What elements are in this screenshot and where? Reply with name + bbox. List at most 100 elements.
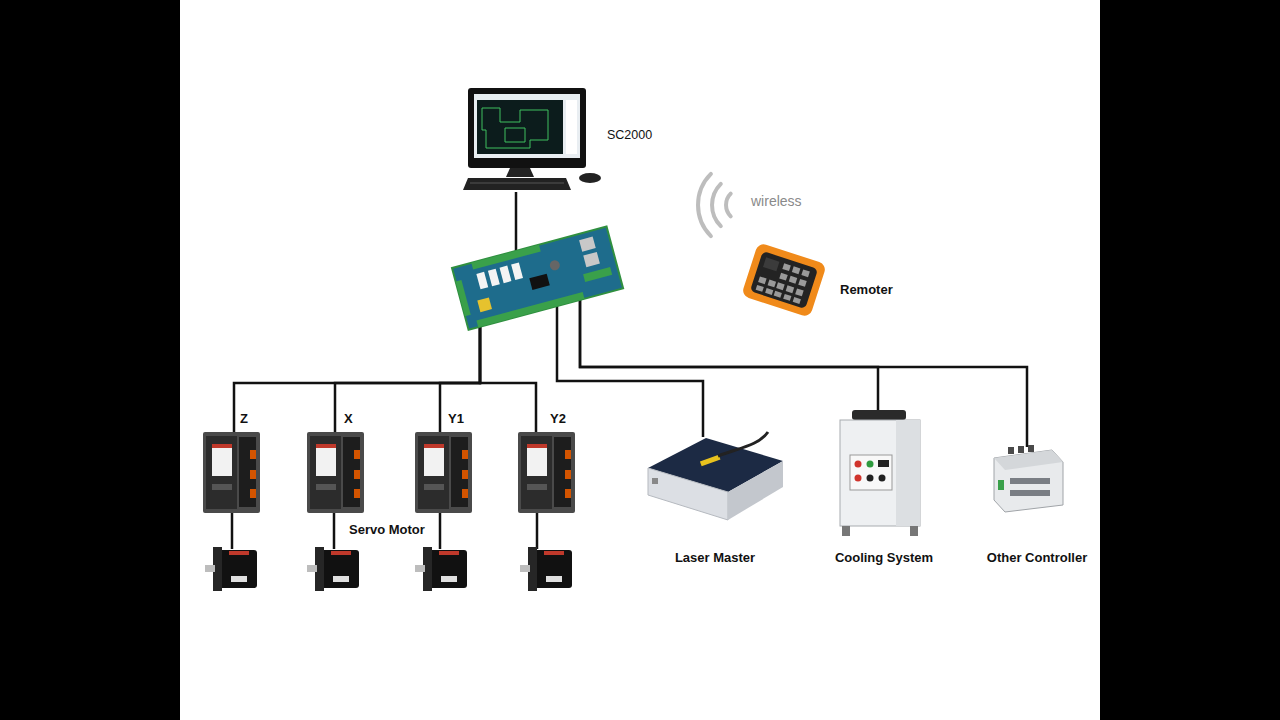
servo-driver	[415, 432, 472, 513]
laser-node: Laser Master	[648, 437, 783, 520]
remote-key	[774, 291, 782, 298]
indicator	[867, 461, 874, 468]
wave-arc	[712, 184, 721, 226]
motor-wire	[231, 513, 234, 549]
remote-key	[786, 285, 795, 293]
chiller-fan	[852, 410, 906, 420]
remote-key	[768, 279, 777, 287]
terminal-strip	[471, 245, 540, 270]
chiller-display	[878, 460, 889, 467]
node-label: Remoter	[840, 282, 893, 297]
monitor-frame	[468, 88, 586, 168]
plc-led	[998, 480, 1004, 490]
component	[549, 259, 561, 271]
node-label: Y2	[550, 411, 566, 426]
relay	[511, 263, 523, 281]
remote-illustration	[741, 242, 827, 318]
chip	[529, 274, 549, 290]
cad-panel	[566, 100, 577, 154]
laser-handle	[652, 478, 658, 484]
plc-terminal-row	[1010, 478, 1050, 484]
servo-driver	[307, 432, 364, 513]
laser-side	[728, 461, 783, 520]
remote-key	[783, 294, 791, 301]
indicator	[855, 461, 862, 468]
servo-driver-node: Y2	[518, 432, 575, 513]
node-label: Other Controller	[987, 550, 1087, 565]
bus-connector	[580, 300, 1027, 447]
side-bar	[0, 0, 180, 720]
plc-terminal	[1018, 446, 1024, 453]
servo-motor	[415, 547, 467, 591]
relay	[476, 272, 488, 290]
terminal-strip	[583, 267, 612, 282]
part-label: Servo Motor	[349, 522, 425, 537]
plc-body	[994, 450, 1063, 512]
remote-screen	[763, 257, 779, 271]
cad-path	[482, 108, 548, 148]
node-label: Y1	[448, 411, 464, 426]
keyboard-keys	[470, 183, 564, 184]
indicator	[867, 475, 874, 482]
side-bar	[1100, 0, 1280, 720]
controller-board	[452, 227, 623, 330]
bus-connector	[580, 300, 878, 410]
node-label: SC2000	[607, 128, 652, 143]
servo-driver-node: X	[307, 432, 364, 513]
remote-node: Remoter	[745, 245, 825, 317]
wave-arc	[698, 174, 711, 236]
controller-board-node	[465, 252, 605, 300]
plc-terminal	[1008, 447, 1014, 454]
network-port	[579, 237, 596, 252]
relay	[488, 269, 500, 287]
mouse	[579, 173, 601, 183]
servo-driver-node: Z	[203, 432, 260, 513]
motor-wire	[333, 513, 336, 549]
terminal-strip	[476, 292, 584, 327]
motor-wire	[439, 513, 442, 549]
motor-wires	[232, 513, 537, 549]
wireless-waves	[698, 174, 731, 236]
laser-front	[648, 468, 728, 520]
remote-face	[750, 251, 818, 309]
servo-driver-node: Y1	[415, 432, 472, 513]
chiller-leg	[910, 526, 918, 536]
plc-illustration	[994, 445, 1063, 512]
remote-key	[793, 297, 801, 304]
chiller-side	[896, 420, 920, 526]
chiller-body	[840, 420, 920, 526]
chiller-leg	[842, 526, 850, 536]
plc-terminal-row	[1010, 490, 1050, 496]
board-pcb	[452, 227, 623, 330]
bus-connector	[515, 192, 518, 252]
network-port	[583, 252, 600, 267]
bus-connector	[234, 300, 480, 432]
remote-key	[798, 279, 807, 287]
chiller-illustration	[840, 410, 920, 536]
node-label: Z	[240, 411, 248, 426]
chiller-panel	[850, 455, 892, 490]
remote-key	[779, 273, 788, 281]
remote-key	[789, 276, 798, 284]
cad-path	[505, 128, 525, 142]
servo-motor	[307, 547, 359, 591]
node-label: Laser Master	[675, 550, 755, 565]
plc-top	[994, 450, 1063, 470]
bus-connector	[335, 300, 480, 432]
keyboard	[463, 178, 571, 190]
remote-key	[756, 285, 764, 292]
remote-key	[795, 288, 804, 296]
node-label: X	[344, 411, 353, 426]
servo-driver	[203, 432, 260, 513]
plc-terminal	[1028, 445, 1034, 452]
node-label: Cooling System	[835, 550, 933, 565]
relay	[500, 266, 512, 284]
terminal-strip	[456, 280, 471, 316]
computer-node: SC2000	[462, 86, 662, 192]
computer-illustration	[463, 88, 601, 190]
remote-key	[776, 282, 785, 290]
fiber-cable	[718, 432, 768, 456]
cad-view	[477, 100, 563, 154]
